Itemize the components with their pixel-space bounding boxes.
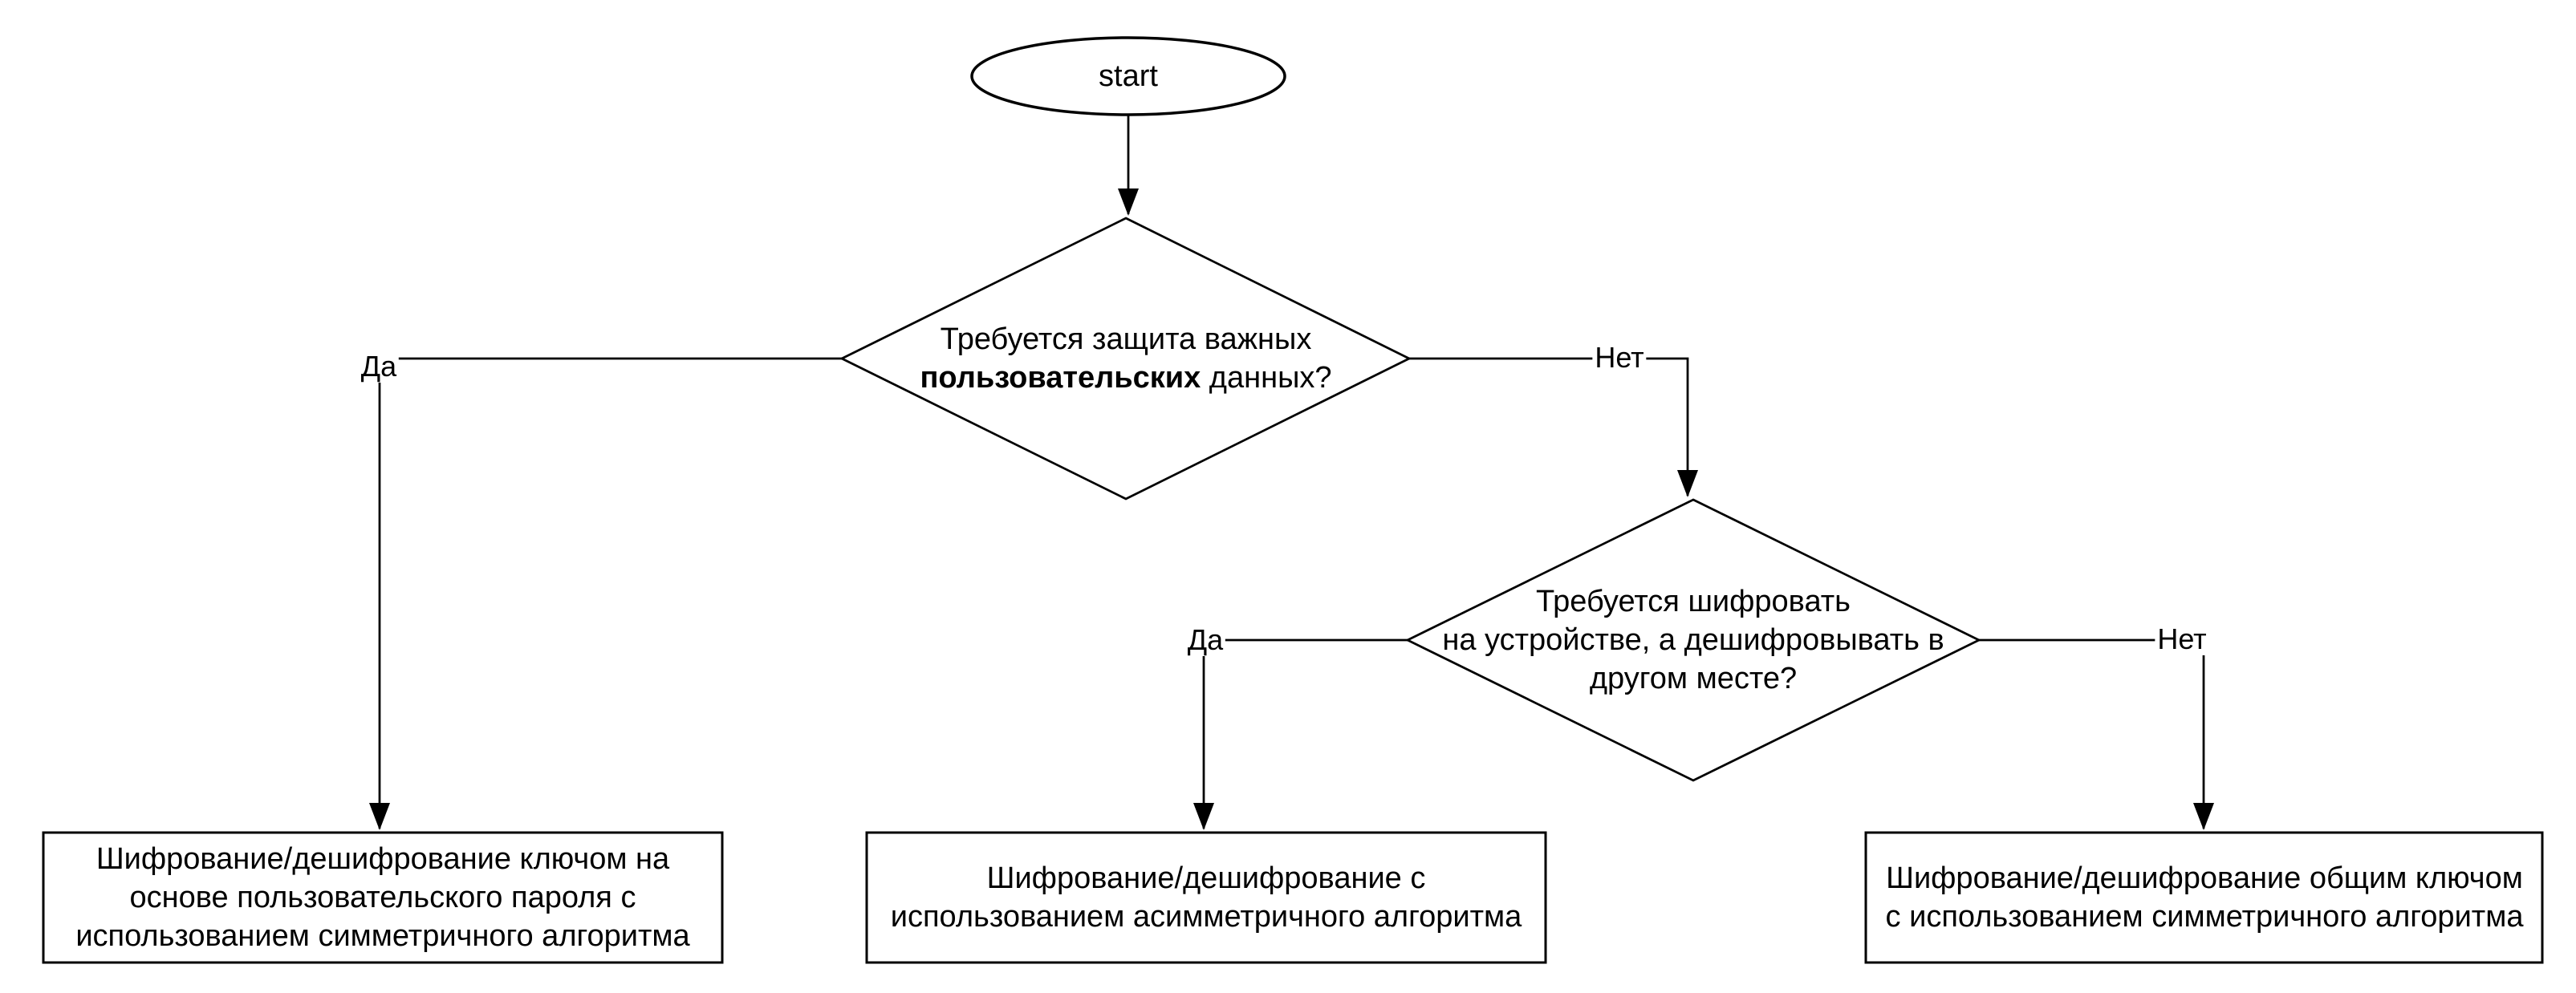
edge-label-no-1: Нет xyxy=(1592,342,1647,374)
outcome1-line2: основе пользовательского пароля с xyxy=(129,881,636,914)
decision1-line2-rest: данных? xyxy=(1201,361,1332,395)
outcome1-line1: Шифрование/дешифрование ключом на xyxy=(95,842,670,876)
decision1-line2-bold: пользовательских xyxy=(920,361,1201,395)
edge-label-yes-1: Да xyxy=(358,351,400,383)
edge-decision2-no xyxy=(1979,638,2214,830)
outcome2-label: Шифрование/дешифрование с использованием… xyxy=(891,859,1522,936)
edge-label-no-2: Нет xyxy=(2155,623,2209,655)
outcome3-line2: с использованием симметричного алгоритма xyxy=(1885,900,2524,934)
decision1-label: Требуется защита важных пользовательских… xyxy=(920,320,1331,397)
outcome3-box xyxy=(1864,831,2544,964)
outcome1-label: Шифрование/дешифрование ключом на основе… xyxy=(75,840,689,955)
decision2-line1: Требуется шифровать xyxy=(1536,585,1851,618)
decision2-line3: другом месте? xyxy=(1589,662,1798,695)
edge-decision2-yes xyxy=(1193,638,1408,830)
edge-decision1-yes xyxy=(369,357,842,830)
outcome3-label: Шифрование/дешифрование общим ключом с и… xyxy=(1886,859,2524,936)
outcome2-box xyxy=(865,831,1547,964)
decision1-diamond xyxy=(839,217,1412,501)
decision2-line2: на устройстве, а дешифровывать в xyxy=(1442,623,1944,657)
outcome1-box xyxy=(42,831,724,964)
decision2-label: Требуется шифровать на устройстве, а деш… xyxy=(1442,582,1944,698)
decision2-diamond xyxy=(1404,498,1982,782)
decision1-line2: пользовательских данных? xyxy=(920,359,1331,397)
outcome3-line1: Шифрование/дешифрование общим ключом xyxy=(1886,861,2523,895)
outcome2-line1: Шифрование/дешифрование с xyxy=(986,861,1426,895)
decision1-line1: Требуется защита важных xyxy=(940,322,1312,356)
start-ellipse xyxy=(970,36,1286,116)
start-label: start xyxy=(1099,59,1158,93)
edge-label-yes-2: Да xyxy=(1184,624,1226,656)
outcome1-line3: использованием симметричного алгоритма xyxy=(75,919,690,953)
edge-decision1-no xyxy=(1409,357,1698,497)
outcome2-line2: использованием асимметричного алгоритма xyxy=(890,900,1522,934)
